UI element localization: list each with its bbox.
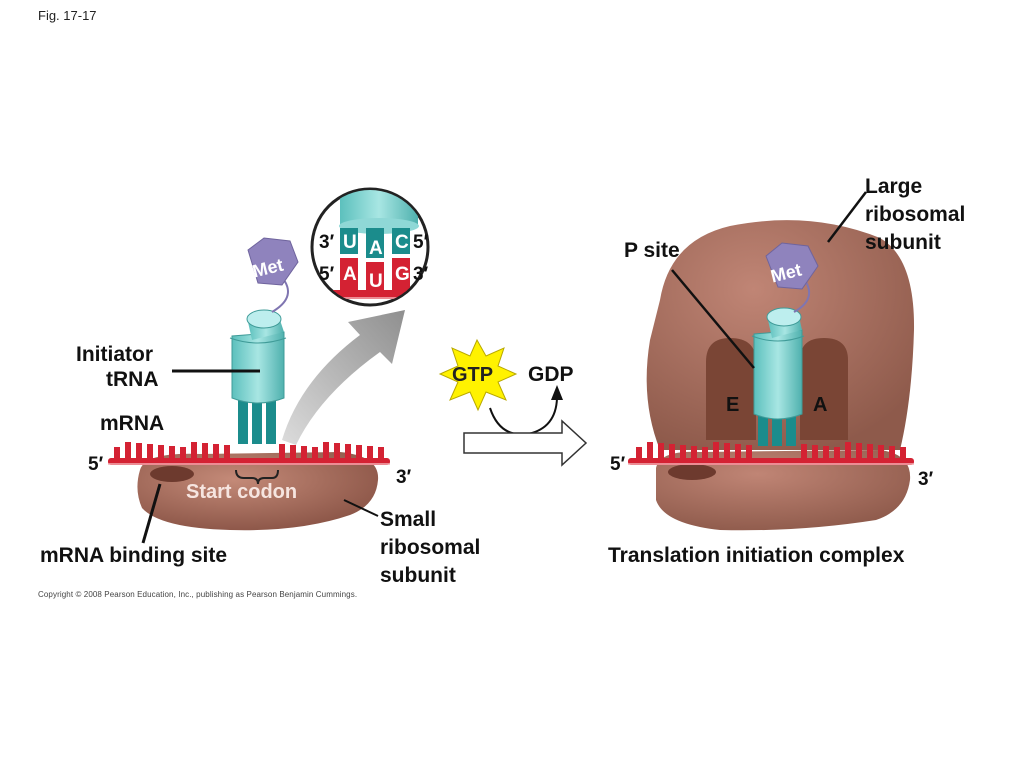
start-codon-label: Start codon [186,481,297,503]
left-five-prime: 5′ [88,454,104,475]
mrna-base [367,446,373,459]
e-site-label: E [726,394,739,416]
right-mrna-bases [636,442,906,459]
mrna-base [702,447,708,459]
mrna-base [356,445,362,459]
mrna-binding-site-shape [150,466,194,482]
codon-five-prime: 5′ [319,264,335,285]
mrna-base [812,445,818,459]
mrna-base [180,447,186,459]
mrna-base [746,445,752,459]
anticodon-base-1: U [343,232,357,253]
anticodon-base-3: C [395,232,409,253]
mrna-base [735,444,741,459]
initiator-trna [229,309,287,444]
mrna-base [713,442,719,459]
mrna-base [801,444,807,459]
small-subunit-label-line1: Small [380,508,436,531]
mrna-base [636,447,642,459]
mrna-label: mRNA [100,412,164,435]
mrna-base [834,447,840,459]
mrna-base [147,444,153,459]
complex-caption: Translation initiation complex [608,544,905,567]
right-five-prime: 5′ [610,454,626,475]
mrna-base [290,445,296,459]
mrna-base [823,446,829,459]
process-arrow [463,419,588,467]
start-codon-brace [235,469,279,485]
gtp-curve-arrow [489,397,558,436]
mrna-base [224,445,230,459]
mrna-base [125,442,131,459]
left-panel: Met Initiator tRNA mRNA 5′ 3′ Start codo… [40,237,480,587]
anticodon-five-prime: 5′ [413,232,429,253]
mrna-base [900,447,906,459]
mrna-base [724,443,730,459]
large-subunit-label-line3: subunit [865,231,941,254]
right-panel: E A Met P site Lar [608,175,965,567]
mrna-base [378,447,384,459]
gdp-label: GDP [528,363,574,386]
small-subunit-label-line2: ribosomal [380,536,480,559]
mrna-base [301,446,307,459]
mrna-base [334,443,340,459]
large-subunit-label-line1: Large [865,175,922,198]
a-site-pocket [800,338,848,440]
mrna-base [878,445,884,459]
mrna-base [647,442,653,459]
initiator-label-line1: Initiator [76,343,153,366]
gtp-label: GTP [452,364,493,386]
codon-base-2: U [369,271,383,292]
mrna-bases [114,442,384,459]
zoom-arrow [282,310,405,445]
mrna-base [889,446,895,459]
right-met-hexagon [765,242,819,290]
mrna-base [312,447,318,459]
mrna-base [856,443,862,459]
mrna-base [136,443,142,459]
figure-label: Fig. 17-17 [38,8,97,23]
mrna-base [867,444,873,459]
p-site-label: P site [624,239,680,262]
mrna-base [345,444,351,459]
mrna-base [169,446,175,459]
left-three-prime: 3′ [396,467,412,488]
mrna-base [279,444,285,459]
initiator-label-line2: tRNA [106,368,159,391]
small-subunit-label-line3: subunit [380,564,456,587]
gtp-hydrolysis: GTP GDP [438,338,588,467]
met-hexagon [247,237,299,286]
anticodon-three-prime: 3′ [319,232,335,253]
mrna-base [213,444,219,459]
a-site-label: A [813,394,827,416]
codon-three-prime: 3′ [413,264,429,285]
mrna-base [658,443,664,459]
mrna-base [845,442,851,459]
codon-base-3: G [395,264,410,285]
mrna-base [191,442,197,459]
mrna-base [323,442,329,459]
e-site-pocket [706,338,756,440]
codon-zoom: U A C A U G 3′ 5′ 5′ 3′ [310,187,430,307]
mrna-base [669,444,675,459]
copyright-notice: Copyright © 2008 Pearson Education, Inc.… [38,590,358,599]
right-three-prime: 3′ [918,469,934,490]
gtp-star [438,338,518,412]
large-subunit-label-line2: ribosomal [865,203,965,226]
mrna-base [114,447,120,459]
small-ribosomal-subunit [137,452,379,531]
mrna-base [202,443,208,459]
mrna-base [691,446,697,459]
anticodon-base-2: A [369,238,383,259]
mrna-base [680,445,686,459]
right-small-subunit [656,450,911,531]
mrna-base [158,445,164,459]
p-site-trna [751,307,805,446]
mrna-binding-site-label: mRNA binding site [40,544,227,567]
codon-base-1: A [343,264,357,285]
